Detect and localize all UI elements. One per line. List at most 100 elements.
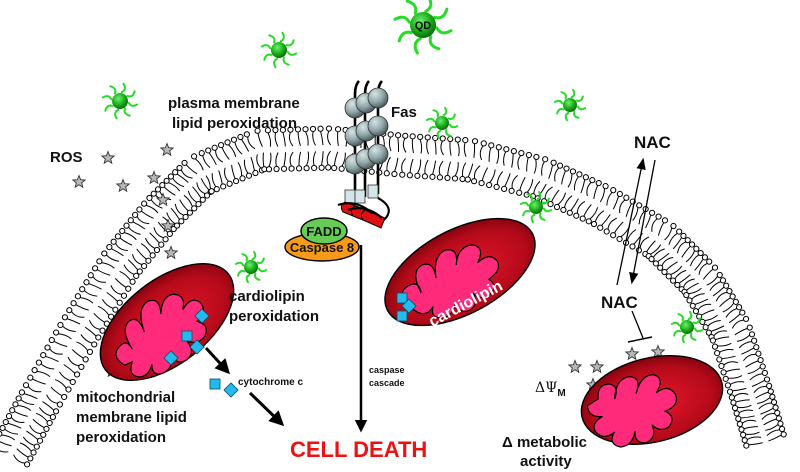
lipid xyxy=(567,168,577,188)
lipid xyxy=(97,305,115,320)
lipid xyxy=(279,126,287,147)
lipid xyxy=(444,161,452,182)
lipid xyxy=(462,137,469,157)
lipid xyxy=(280,152,288,172)
lipid xyxy=(0,424,19,435)
lipid xyxy=(579,204,592,222)
lipid xyxy=(35,412,53,427)
death-domain-ribbons xyxy=(337,197,390,229)
lipid xyxy=(331,151,339,172)
lipid xyxy=(61,314,81,325)
cytochrome-square-icon xyxy=(209,378,221,390)
fadd-caspase8-complex: FADD Caspase 8 xyxy=(284,217,360,262)
lipid xyxy=(722,375,743,382)
caspase8-label: Caspase 8 xyxy=(290,240,354,255)
lipid xyxy=(719,293,736,308)
lipid xyxy=(176,164,193,179)
lipid xyxy=(632,202,643,221)
lipid xyxy=(409,133,416,154)
fas-box xyxy=(367,184,379,199)
caspase-cascade-label-2: cascade xyxy=(369,378,405,388)
lipid xyxy=(706,271,723,286)
lipid xyxy=(593,179,602,199)
lipid xyxy=(586,177,596,197)
fas-sphere xyxy=(367,143,389,165)
lipid xyxy=(508,174,519,194)
lipid xyxy=(672,232,687,250)
cytochrome-c-label: cytochrome c xyxy=(238,377,303,388)
lipid xyxy=(205,147,217,166)
lipid xyxy=(2,418,22,429)
lipid xyxy=(585,207,599,225)
lipid xyxy=(106,244,124,257)
nac-inhibition-line xyxy=(631,310,644,339)
lipid xyxy=(159,182,176,196)
mito-membrane-label-3: peroxidation xyxy=(76,429,166,446)
lipid xyxy=(493,171,504,191)
ros-star-icon xyxy=(146,170,162,185)
lipid xyxy=(153,227,169,243)
lipid xyxy=(144,237,161,254)
lipid xyxy=(170,207,185,225)
lipid xyxy=(612,190,623,210)
lipid xyxy=(692,303,712,315)
lipid xyxy=(383,156,391,177)
lipid xyxy=(273,152,280,173)
lipid xyxy=(722,298,739,313)
lipid xyxy=(758,399,778,410)
lipid xyxy=(19,442,37,456)
ros-star-icon xyxy=(115,178,131,193)
lipid xyxy=(728,309,746,324)
lipid xyxy=(302,126,309,146)
lipid xyxy=(694,254,709,271)
lipid xyxy=(488,142,495,162)
lipid xyxy=(87,272,106,283)
lipid xyxy=(387,131,394,152)
lipid xyxy=(471,138,479,158)
lipid xyxy=(22,382,42,393)
lipid xyxy=(548,159,557,179)
nac-up-arrow xyxy=(616,157,646,286)
lipid xyxy=(439,135,446,156)
fas-box xyxy=(354,189,366,204)
lipid xyxy=(421,159,429,180)
lipid xyxy=(736,331,756,342)
lipid xyxy=(517,149,525,170)
lipid xyxy=(738,337,758,349)
lipid xyxy=(114,278,132,292)
lipid xyxy=(761,409,781,420)
lipid xyxy=(725,304,743,318)
lipid xyxy=(93,312,110,327)
lipid xyxy=(63,364,81,378)
lipid xyxy=(96,258,115,269)
nac-down-arrow xyxy=(629,159,656,285)
lipid xyxy=(747,363,766,375)
metabolic-activity-label-2: activity xyxy=(520,453,572,470)
delta-psi-label: ΔΨM xyxy=(535,380,566,399)
lipid xyxy=(217,141,230,160)
lipid xyxy=(50,386,68,401)
lipid xyxy=(181,159,198,175)
lipid xyxy=(573,201,586,219)
qd-particle xyxy=(101,82,139,120)
qd-particle xyxy=(519,190,553,224)
lipid xyxy=(470,165,481,185)
lipid xyxy=(734,324,753,336)
lipid xyxy=(123,222,141,235)
lipid xyxy=(599,183,609,203)
lipid xyxy=(720,368,740,376)
lipid xyxy=(424,134,431,155)
lipid xyxy=(187,190,202,208)
lipid xyxy=(265,152,273,173)
ros-star-icon xyxy=(650,344,666,359)
lipid xyxy=(67,356,85,371)
lipid xyxy=(237,133,250,152)
mitochondrion-left xyxy=(99,262,235,382)
mito-membrane-label-1: mitochondrial xyxy=(76,389,175,406)
lipid xyxy=(26,430,44,444)
lipid xyxy=(127,259,143,275)
lipid xyxy=(309,125,317,146)
lipid xyxy=(715,288,733,302)
delta-psi-subscript: M xyxy=(557,388,565,399)
lipid xyxy=(334,126,342,146)
